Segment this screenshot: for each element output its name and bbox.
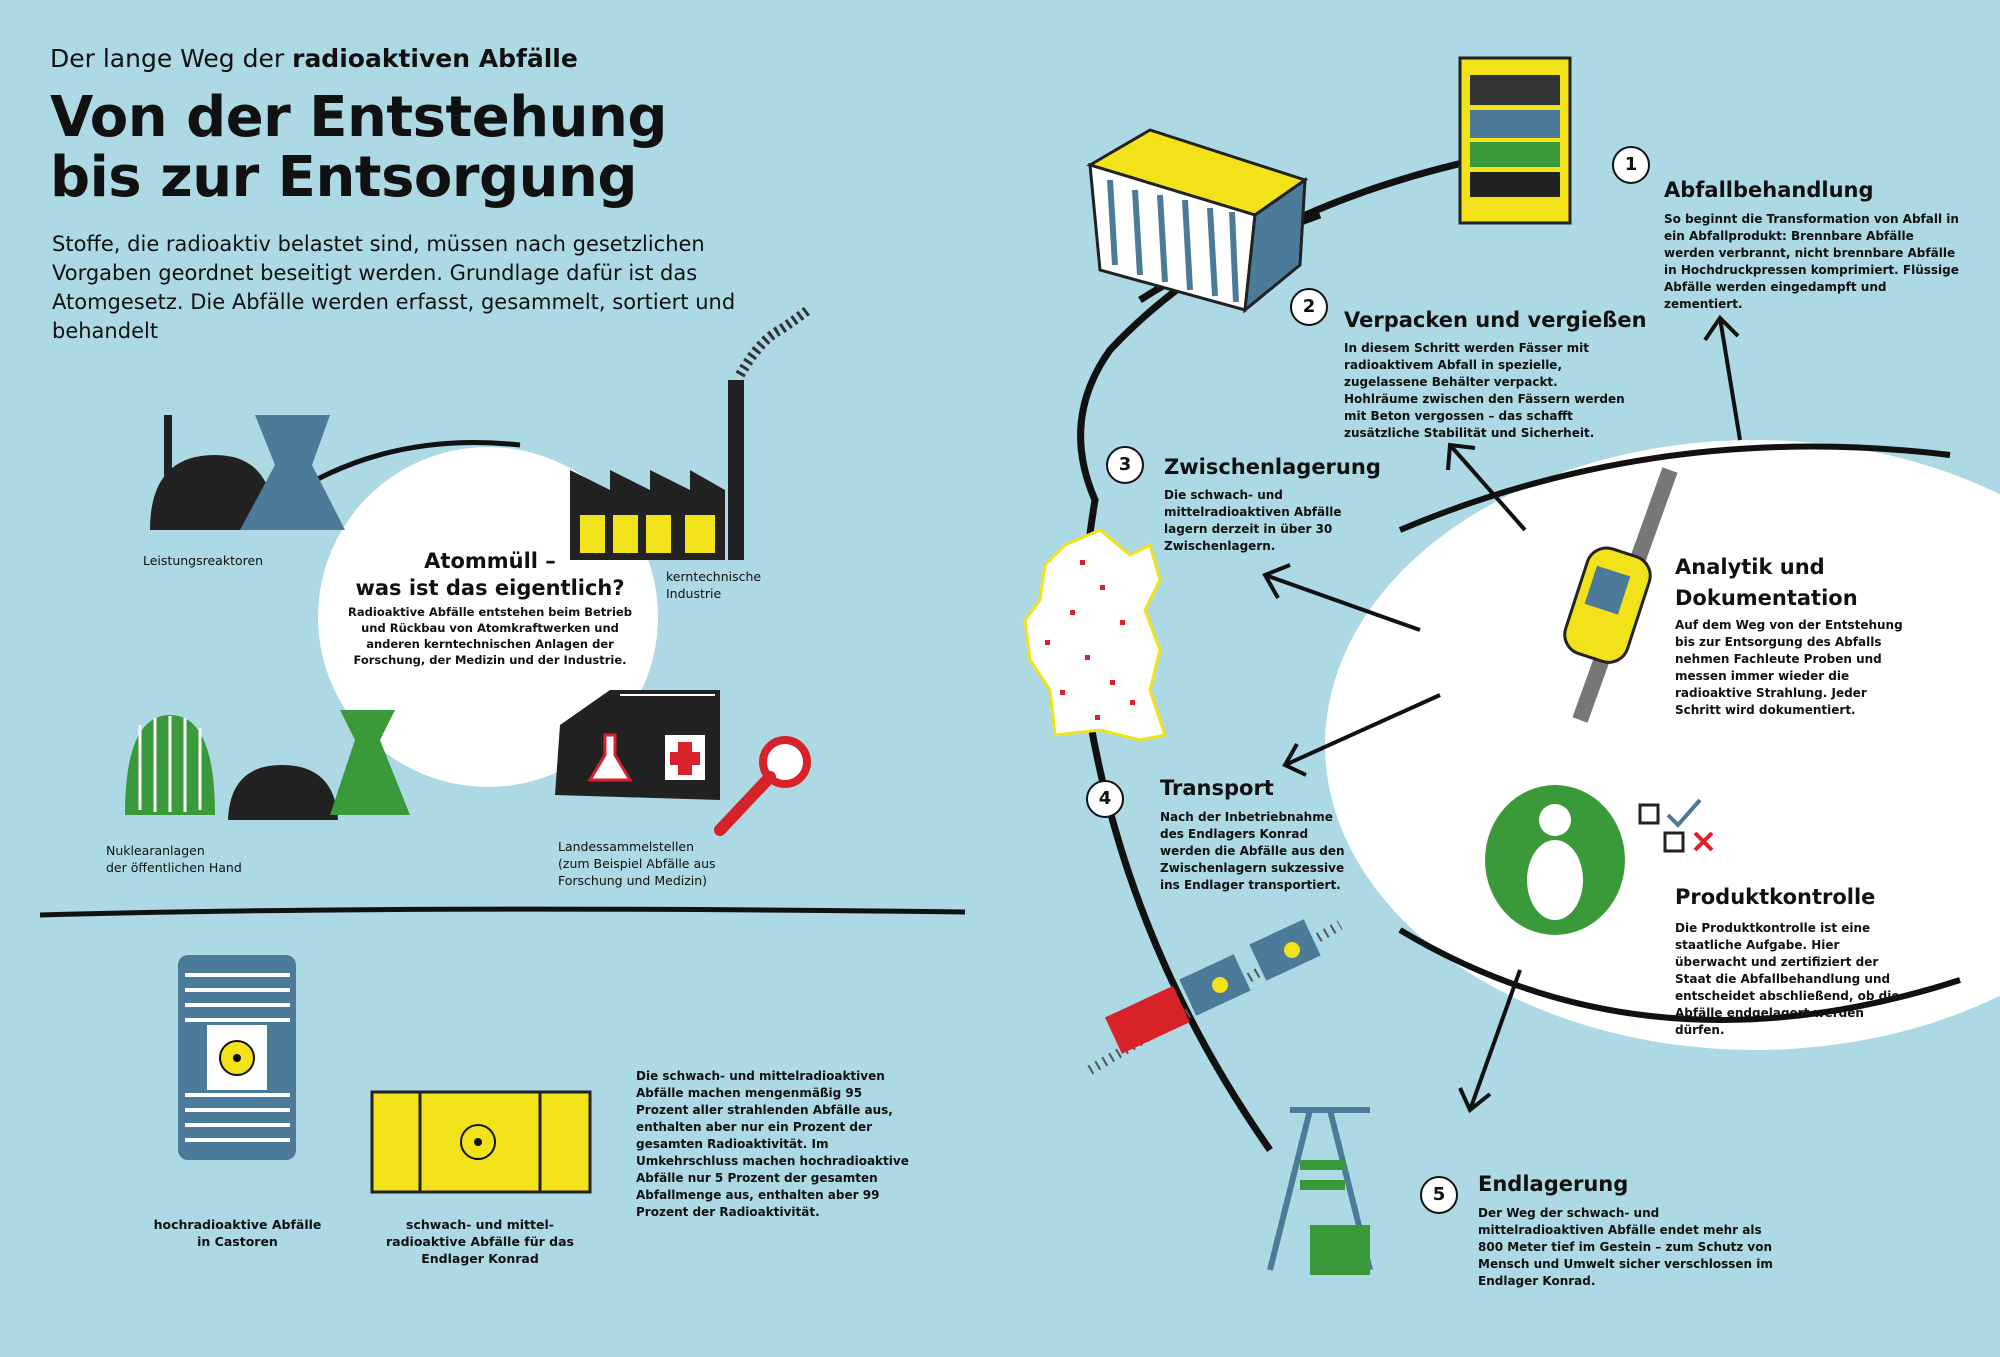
- cooling-tower-icon: [240, 415, 345, 530]
- title-line-2: bis zur Entsorgung: [50, 145, 637, 210]
- konrad-container-icon: [370, 1090, 592, 1194]
- step-number-5: 5: [1420, 1176, 1458, 1214]
- analytics-title: Analytik und Dokumentation: [1675, 552, 1858, 614]
- waste-stack-icon: [1458, 56, 1572, 225]
- label-castor-line-1: hochradioaktive Abfälle: [153, 1217, 322, 1232]
- source-title-line-2: was ist das eigentlich?: [355, 576, 625, 600]
- factory-icon: [570, 306, 812, 560]
- reactor-icon: [150, 415, 275, 530]
- control-text: Die Produktkontrolle ist eine staatliche…: [1675, 921, 1900, 1037]
- collection-building-icon: [555, 690, 811, 836]
- analytics-title-line-1: Analytik und: [1675, 555, 1825, 579]
- label-industry-line-1: kerntechnische: [666, 569, 762, 584]
- label-collect-line-3: Forschung und Medizin): [558, 873, 708, 888]
- label-industry-line-2: Industrie: [666, 586, 722, 601]
- analytics-title-line-2: Dokumentation: [1675, 586, 1858, 610]
- source-circle-text: Radioaktive Abfälle entstehen beim Betri…: [348, 605, 632, 667]
- oversight-oval: [1325, 440, 2000, 1050]
- source-circle-title: Atommüll – was ist das eigentlich?: [325, 548, 655, 602]
- label-collect-line-1: Landessammelstellen: [558, 839, 695, 854]
- step-text-1: So beginnt die Transformation von Abfall…: [1664, 212, 1959, 311]
- label-reactors: Leistungsreaktoren: [143, 553, 264, 568]
- label-konrad-line-2: radioaktive Abfälle für das: [386, 1234, 574, 1249]
- step-title-5: Endlagerung: [1478, 1172, 1629, 1196]
- step-text-4: Nach der Inbetriebnahme des Endlagers Ko…: [1160, 810, 1345, 892]
- step-number-4: 4: [1086, 780, 1124, 818]
- label-konrad-line-1: schwach- und mittel-: [406, 1217, 554, 1232]
- castor-container-icon: [178, 955, 296, 1160]
- arrows-group: [1262, 314, 1742, 1114]
- intro-text: Stoffe, die radioaktiv belastet sind, mü…: [52, 232, 736, 343]
- dark-dome-icon: [228, 765, 338, 820]
- step-number-1: 1: [1612, 146, 1650, 184]
- label-castor: hochradioaktive Abfälle in Castoren: [150, 1216, 325, 1250]
- train-icon: [1087, 919, 1343, 1075]
- step-title-1: Abfallbehandlung: [1664, 178, 1874, 202]
- label-industry: kerntechnische Industrie: [666, 568, 761, 602]
- filled-container-icon: [1086, 128, 1309, 314]
- container-info-text: Die schwach- und mittelradioaktiven Abfä…: [636, 1069, 909, 1219]
- label-konrad-line-3: Endlager Konrad: [421, 1251, 539, 1266]
- kicker-prefix: Der lange Weg der: [50, 44, 285, 73]
- control-title: Produktkontrolle: [1675, 885, 1876, 909]
- label-collection-points: Landessammelstellen (zum Beispiel Abfäll…: [558, 838, 716, 889]
- step-text-3: Die schwach- und mittelradioaktiven Abfä…: [1164, 488, 1342, 553]
- analytics-text: Auf dem Weg von der Entstehung bis zur E…: [1675, 618, 1903, 717]
- label-public-line-1: Nuklearanlagen: [106, 843, 205, 858]
- label-public-line-2: der öffentlichen Hand: [106, 860, 242, 875]
- step-number-2: 2: [1290, 288, 1328, 326]
- section-divider: [39, 906, 966, 918]
- label-castor-line-2: in Castoren: [197, 1234, 278, 1249]
- label-public-facilities: Nuklearanlagen der öffentlichen Hand: [106, 842, 242, 876]
- kicker-bold: radioaktiven Abfälle: [292, 44, 578, 73]
- radiation-meter-icon: [1563, 467, 1678, 723]
- green-tower-icon: [330, 710, 410, 815]
- checklist-icon: [1638, 798, 1714, 853]
- step-title-3: Zwischenlagerung: [1164, 455, 1381, 479]
- step-title-2: Verpacken und vergießen: [1344, 308, 1647, 332]
- germany-map-icon: [1023, 528, 1167, 742]
- source-title-line-1: Atommüll –: [424, 549, 556, 573]
- title-line-1: Von der Entstehung: [50, 85, 667, 150]
- page-title: Von der Entstehung bis zur Entsorgung: [50, 88, 750, 208]
- green-dome-icon: [125, 715, 215, 815]
- step-text-5: Der Weg der schwach- und mittelradioakti…: [1478, 1206, 1773, 1288]
- federal-eagle-icon: [1485, 785, 1625, 935]
- step-number-3: 3: [1106, 446, 1144, 484]
- label-collect-line-2: (zum Beispiel Abfälle aus: [558, 856, 716, 871]
- step-text-2: In diesem Schritt werden Fässer mit radi…: [1344, 341, 1625, 440]
- mine-headframe-icon: [1267, 1107, 1373, 1275]
- storage-site-markers: [1045, 560, 1135, 720]
- label-konrad: schwach- und mittel- radioaktive Abfälle…: [380, 1216, 580, 1267]
- kicker: Der lange Weg der radioaktiven Abfälle: [50, 44, 578, 73]
- step-title-4: Transport: [1160, 776, 1274, 800]
